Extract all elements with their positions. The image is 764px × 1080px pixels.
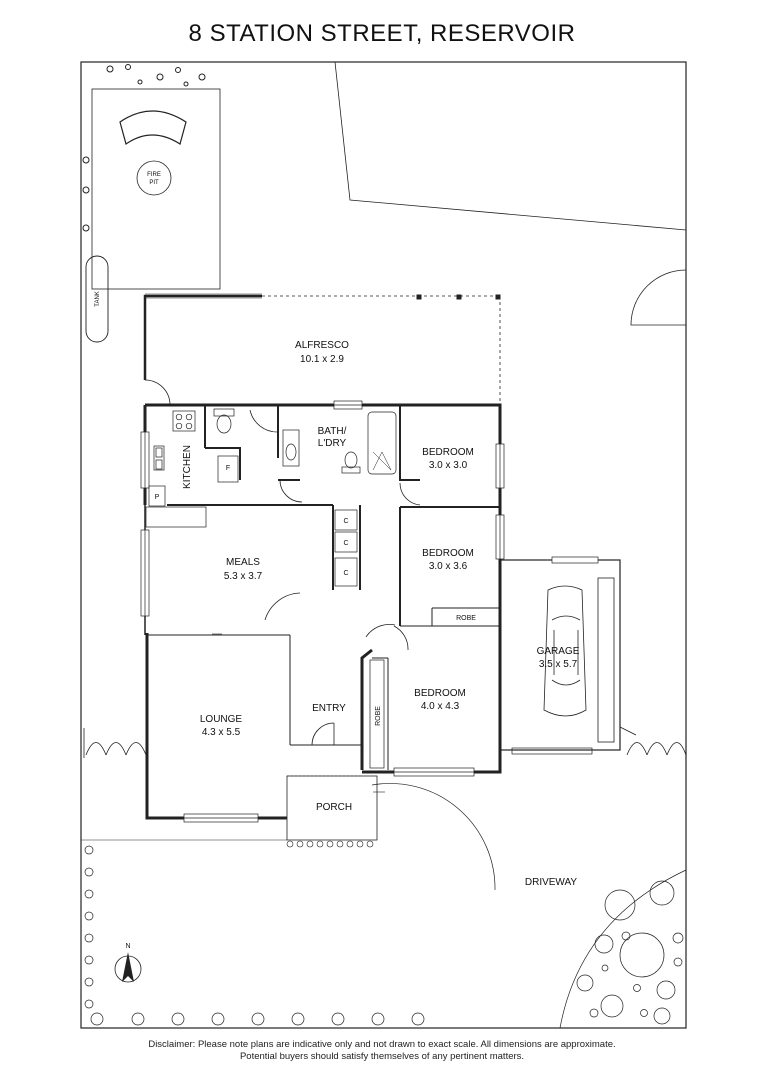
shrub [183,81,189,87]
room-dims-bedroom-1: 3.0 x 3.0 [429,460,468,471]
shrub [125,64,131,70]
shrub [175,67,181,73]
shrub [106,65,114,73]
shrub [82,156,90,164]
room-label-bath-line1: BATH/ [318,426,347,437]
disclaimer-line-1: Disclaimer: Please note plans are indica… [148,1039,616,1050]
fire-pit-label-line2: PIT [149,180,159,186]
room-label-meals: MEALS [226,557,260,568]
room-label-bedroom-3: BEDROOM [414,688,466,699]
room-dims-bedroom-2: 3.0 x 3.6 [429,561,468,572]
room-dims-meals: 5.3 x 3.7 [224,571,263,582]
tank-label: TANK [95,291,101,307]
cupboard-label-2: C [343,540,348,547]
label-driveway: DRIVEWAY [525,877,578,888]
shrub [198,73,206,81]
shrub [82,186,90,194]
alfresco-outline [143,294,262,380]
disclaimer-line-2: Potential buyers should satisfy themselv… [239,1051,525,1062]
room-label-lounge: LOUNGE [200,714,243,725]
garden-trees [559,869,687,1029]
page-title: 8 STATION STREET, RESERVOIR [188,20,576,47]
fridge-label: F [226,465,230,472]
car-outline [543,585,587,717]
pantry-label: P [155,494,160,501]
fire-pit-bench [119,110,187,145]
compass [114,952,142,983]
room-dims-bedroom-3: 4.0 x 4.3 [421,701,460,712]
room-label-kitchen: KITCHEN [182,445,193,489]
room-dims-alfresco: 10.1 x 2.9 [300,354,344,365]
robe-label-bedroom-2: ROBE [456,615,476,622]
water-tank [85,255,109,343]
robe-label-bedroom-3: ROBE [375,706,382,726]
room-label-entry: ENTRY [312,703,346,714]
room-label-bedroom-2: BEDROOM [422,548,474,559]
room-label-alfresco: ALFRESCO [295,340,349,351]
cupboard-label-3: C [343,570,348,577]
fire-pit [136,160,172,196]
north-label: N [125,943,130,950]
room-label-bath-line2: L'DRY [318,438,347,449]
cupboard-label-1: C [343,518,348,525]
shrub [82,224,90,232]
fire-pit-label-line1: FIRE [147,172,161,178]
room-dims-lounge: 4.3 x 5.5 [202,727,241,738]
room-label-bedroom-1: BEDROOM [422,447,474,458]
shrub [156,73,164,81]
room-label-garage: GARAGE [537,646,580,657]
shrub [137,79,143,85]
property-boundary [80,61,687,1029]
room-dims-garage: 3.5 x 5.7 [539,659,578,670]
disclaimer: Disclaimer: Please note plans are indica… [0,1039,764,1063]
backyard-deck [91,88,221,290]
boundary-fence [218,61,687,231]
room-label-porch: PORCH [316,802,352,813]
